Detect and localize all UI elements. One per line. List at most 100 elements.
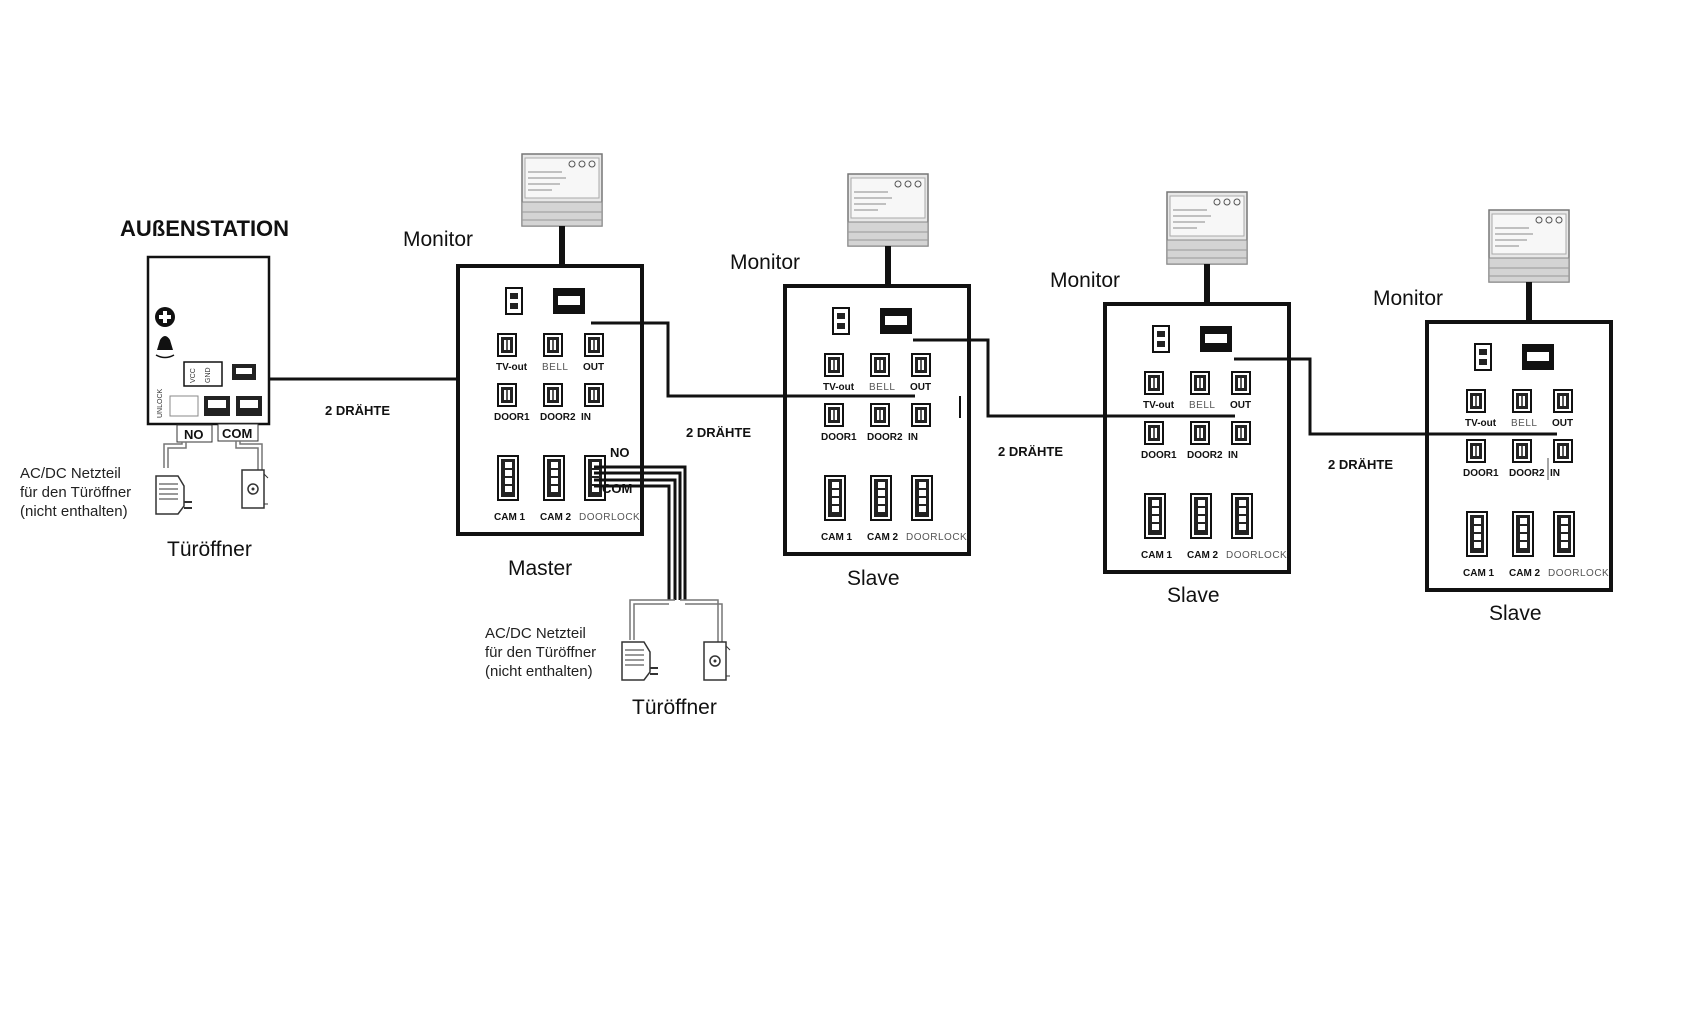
doorlock-terminal-com: COM <box>602 481 632 496</box>
port-label-door2: DOOR2 <box>540 412 576 423</box>
port-door1 <box>1466 439 1486 463</box>
port-tv-out <box>497 333 517 357</box>
port-label-doorlock: DOORLOCK <box>1226 550 1287 561</box>
port-label-out: OUT <box>583 362 604 373</box>
port-label-cam1: CAM 1 <box>494 512 526 523</box>
port-cam1 <box>1466 511 1488 557</box>
port-in <box>911 403 931 427</box>
port-door2 <box>543 383 563 407</box>
port-label-door1: DOOR1 <box>494 412 530 423</box>
port-cam1 <box>497 455 519 501</box>
port-label-doorlock: DOORLOCK <box>906 532 967 543</box>
port-label-tv-out: TV-out <box>496 362 528 373</box>
port-label-out: OUT <box>1552 418 1573 429</box>
port-door1 <box>497 383 517 407</box>
power-note-line-2: für den Türöffner <box>20 484 131 501</box>
port-out <box>1553 389 1573 413</box>
door-opener-icon <box>241 469 269 509</box>
master-power-note-line-1: AC/DC Netzteil <box>485 625 586 642</box>
bell-button-icon <box>155 336 175 359</box>
port-label-in: IN <box>581 412 591 423</box>
monitor-role-label: Slave <box>1489 602 1542 625</box>
power-supply-icon <box>521 153 603 227</box>
port-label-cam2: CAM 2 <box>1509 568 1541 579</box>
port-label-doorlock: DOORLOCK <box>1548 568 1609 579</box>
power-supply-icon <box>1488 209 1570 283</box>
port-label-cam1: CAM 1 <box>1463 568 1495 579</box>
door-opener-label: Türöffner <box>167 538 252 561</box>
port-bell <box>1512 389 1532 413</box>
outdoor-station-title: AUßENSTATION <box>120 216 289 241</box>
wire-label-2: 2 DRÄHTE <box>686 425 751 440</box>
port-tv-out <box>1466 389 1486 413</box>
port-cam2 <box>1190 493 1212 539</box>
outdoor-terminal-com: COM <box>217 423 259 442</box>
port-label-cam2: CAM 2 <box>1187 550 1219 561</box>
port-bell <box>870 353 890 377</box>
wire-label-1: 2 DRÄHTE <box>325 403 390 418</box>
port-doorlock <box>1553 511 1575 557</box>
master-power-note-line-2: für den Türöffner <box>485 644 596 661</box>
port-label-tv-out: TV-out <box>1143 400 1175 411</box>
svg-text:NO: NO <box>184 427 204 442</box>
doorlock-terminal-no: NO <box>610 445 630 460</box>
power-note-line-1: AC/DC Netzteil <box>20 465 121 482</box>
port-label-tv-out: TV-out <box>1465 418 1497 429</box>
wire-slave1-slave2 <box>913 338 1235 418</box>
power-supply-icon <box>1166 191 1248 265</box>
port-label-bell: BELL <box>1189 400 1215 411</box>
monitor-label: Monitor <box>1050 269 1120 292</box>
port-label-cam2: CAM 2 <box>867 532 899 543</box>
port-door1 <box>1144 421 1164 445</box>
port-label-out: OUT <box>910 382 931 393</box>
port-label-bell: BELL <box>1511 418 1537 429</box>
monitor-role-label: Master <box>508 557 572 580</box>
port-door2 <box>1512 439 1532 463</box>
port-unlock-label: UNLOCK <box>157 388 164 418</box>
monitor-label: Monitor <box>730 251 800 274</box>
port-label-bell: BELL <box>869 382 895 393</box>
port-cam1 <box>824 475 846 521</box>
port-door1 <box>824 403 844 427</box>
port-in <box>584 383 604 407</box>
master-power-note-line-3: (nicht enthalten) <box>485 663 593 680</box>
port-label-tv-out: TV-out <box>823 382 855 393</box>
port-label-bell: BELL <box>542 362 568 373</box>
monitor-role-label: Slave <box>1167 584 1220 607</box>
port-label-door2: DOOR2 <box>1509 468 1545 479</box>
port-label-in: IN <box>908 432 918 443</box>
port-doorlock <box>1231 493 1253 539</box>
port-bell <box>543 333 563 357</box>
master-door-opener-label: Türöffner <box>632 696 717 719</box>
port-vcc-label: VCC <box>190 368 197 383</box>
port-cam2 <box>1512 511 1534 557</box>
port-label-door1: DOOR1 <box>1141 450 1177 461</box>
doorlock-wires <box>594 465 723 644</box>
monitor-label: Monitor <box>1373 287 1443 310</box>
master-power-plug-icon <box>621 641 659 681</box>
power-supply-icon <box>847 173 929 247</box>
outdoor-station-unit: VCC GND UNLOCK <box>146 255 271 426</box>
port-label-out: OUT <box>1230 400 1251 411</box>
svg-text:COM: COM <box>222 426 252 441</box>
port-bell <box>1190 371 1210 395</box>
port-label-in: IN <box>1228 450 1238 461</box>
port-label-door2: DOOR2 <box>1187 450 1223 461</box>
port-in <box>1231 421 1251 445</box>
port-out <box>1231 371 1251 395</box>
port-label-cam1: CAM 1 <box>1141 550 1173 561</box>
port-cam2 <box>543 455 565 501</box>
monitor-label: Monitor <box>403 228 473 251</box>
port-in <box>1553 439 1573 463</box>
port-tv-out <box>824 353 844 377</box>
power-note-line-3: (nicht enthalten) <box>20 503 128 520</box>
outdoor-terminal-no: NO <box>176 424 213 443</box>
port-label-doorlock: DOORLOCK <box>579 512 640 523</box>
port-out <box>584 333 604 357</box>
